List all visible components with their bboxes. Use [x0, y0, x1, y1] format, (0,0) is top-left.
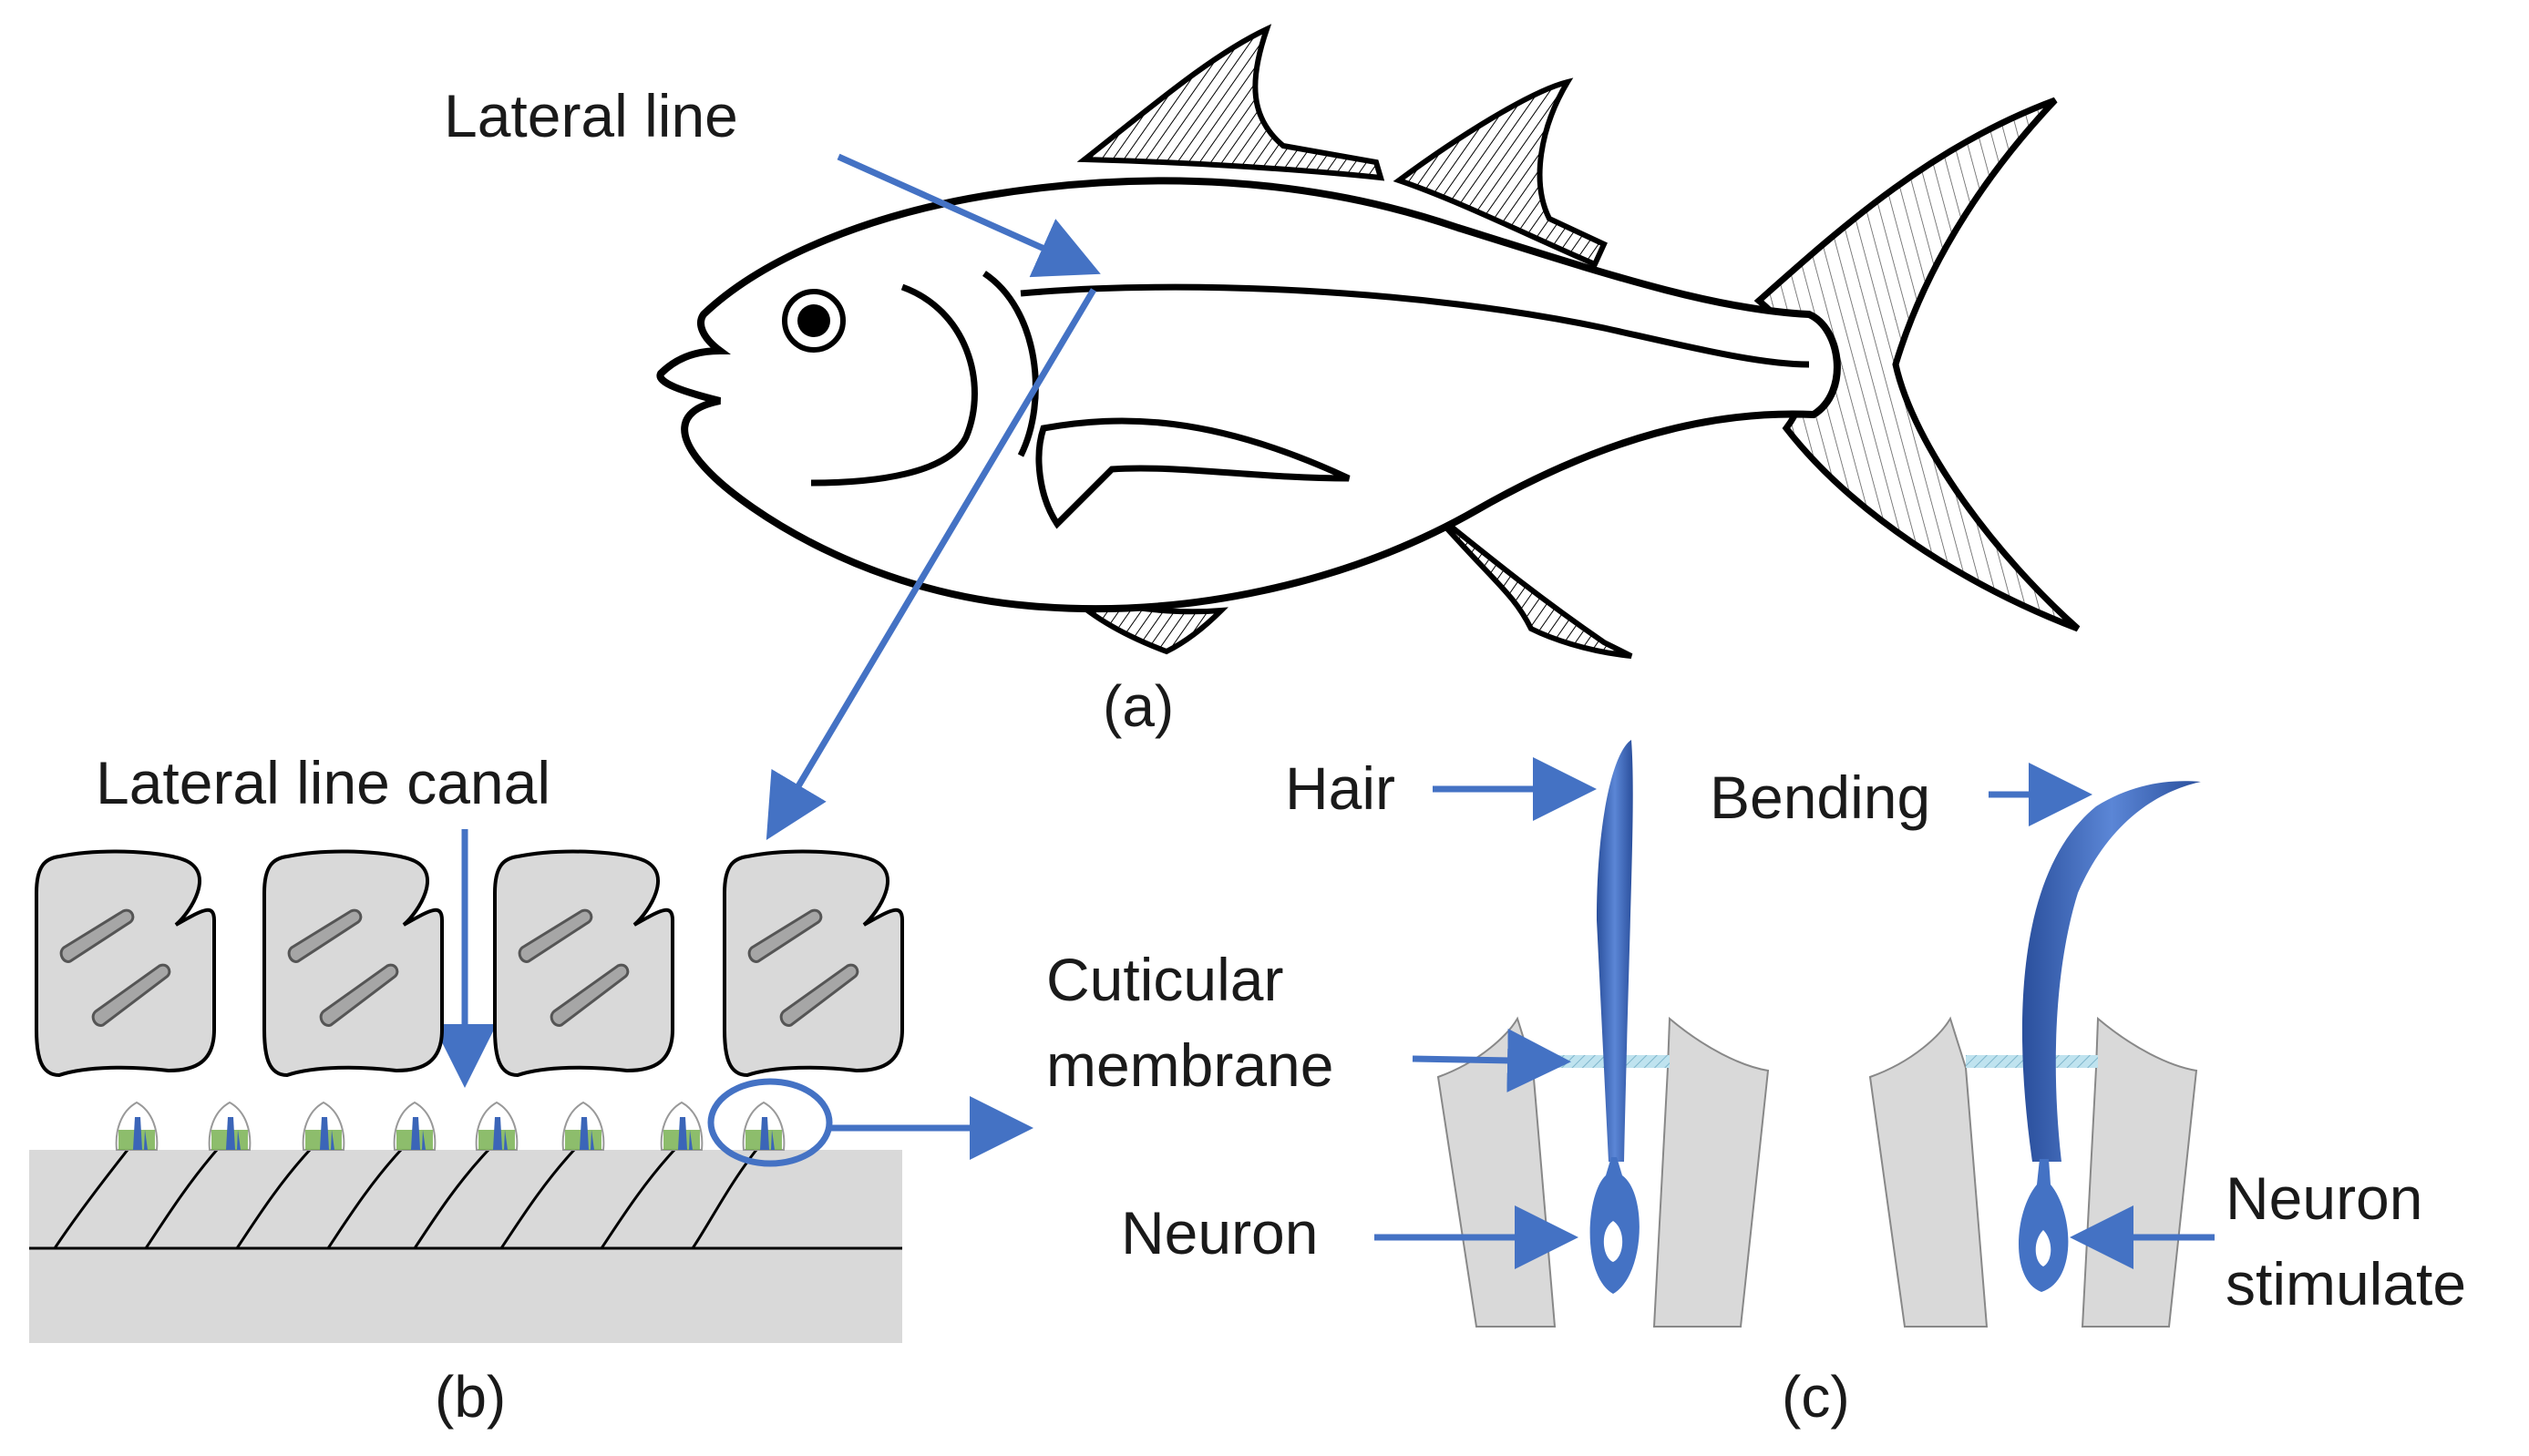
pectoral-fin [1035, 417, 1351, 529]
hair-cell-icon [1868, 781, 2201, 1328]
lateral-line-label: Lateral line [444, 82, 738, 149]
fish-outline-icon [656, 24, 2081, 659]
caption-a: (a) [1103, 673, 1174, 739]
fish-pupil [797, 304, 830, 337]
neuron-right [2019, 1159, 2069, 1292]
anal-fin [1428, 508, 1633, 659]
neuromast-highlight [707, 1078, 833, 1167]
caption-b: (b) [435, 1364, 506, 1430]
neuromast-icon [660, 1101, 704, 1151]
fish-scale-icon [723, 849, 904, 1078]
hair-label: Hair [1285, 754, 1395, 822]
dorsal-fin-1 [1076, 24, 1385, 181]
left-tissue-right [1652, 1016, 1770, 1328]
fish-scale-icon [262, 849, 444, 1078]
right-tissue-left [1868, 1016, 1989, 1328]
scale-row [35, 849, 904, 1078]
neuromast-icon [302, 1101, 345, 1151]
neuromast-row [115, 1101, 786, 1151]
fish-scale-icon [493, 849, 674, 1078]
cuticular-arrow [1412, 1028, 1571, 1092]
right-tissue-right [2081, 1016, 2198, 1328]
neuron-stimulate-label-line2: stimulate [2226, 1250, 2466, 1318]
neuromast-icon [561, 1101, 605, 1151]
fish-scale-icon [35, 849, 216, 1078]
cuticular-label-line1: Cuticular [1046, 946, 1283, 1013]
hair-straight [1597, 740, 1633, 1162]
neuron-left [1589, 1157, 1640, 1294]
dorsal-fin-2 [1393, 77, 1608, 268]
gill-cover [810, 283, 978, 487]
cuticular-label-line2: membrane [1046, 1031, 1333, 1099]
fish-body [656, 177, 1841, 613]
tissue-block [29, 1150, 902, 1343]
bending-label: Bending [1710, 764, 1930, 831]
zoom-arrow-to-canal [766, 288, 1097, 841]
neuron-stimulate-label-line1: Neuron [2226, 1164, 2422, 1232]
neuromast-icon [742, 1101, 786, 1151]
neuromast-icon [475, 1101, 519, 1151]
neuron-label: Neuron [1121, 1199, 1318, 1266]
neuromast-icon [393, 1101, 437, 1151]
lateral-line-arrow [837, 153, 1101, 278]
caption-c: (c) [1782, 1364, 1850, 1430]
gill-line [982, 271, 1039, 457]
hair-bent [2021, 781, 2201, 1162]
fish-lateral-line [1020, 283, 1810, 368]
lateral-line-canal-label: Lateral line canal [96, 749, 550, 816]
neuromast-icon [115, 1101, 159, 1151]
neuromast-icon [208, 1101, 252, 1151]
tail-fin [1753, 97, 2081, 632]
